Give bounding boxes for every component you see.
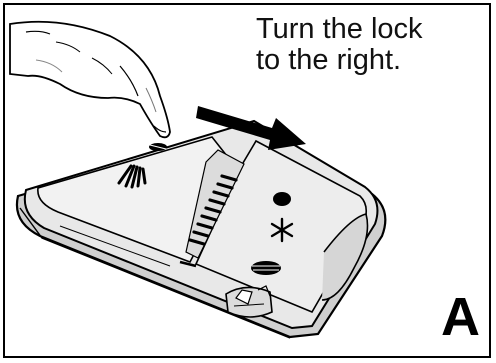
panel-label: A <box>441 290 480 344</box>
pointing-hand-icon <box>10 22 170 138</box>
detergent-dispenser <box>17 121 385 338</box>
rotary-lock-icon[interactable] <box>226 286 272 317</box>
grip-oval-icon <box>251 261 281 275</box>
fill-opening <box>273 192 291 206</box>
instruction-text: Turn the lock to the right. <box>256 14 426 76</box>
